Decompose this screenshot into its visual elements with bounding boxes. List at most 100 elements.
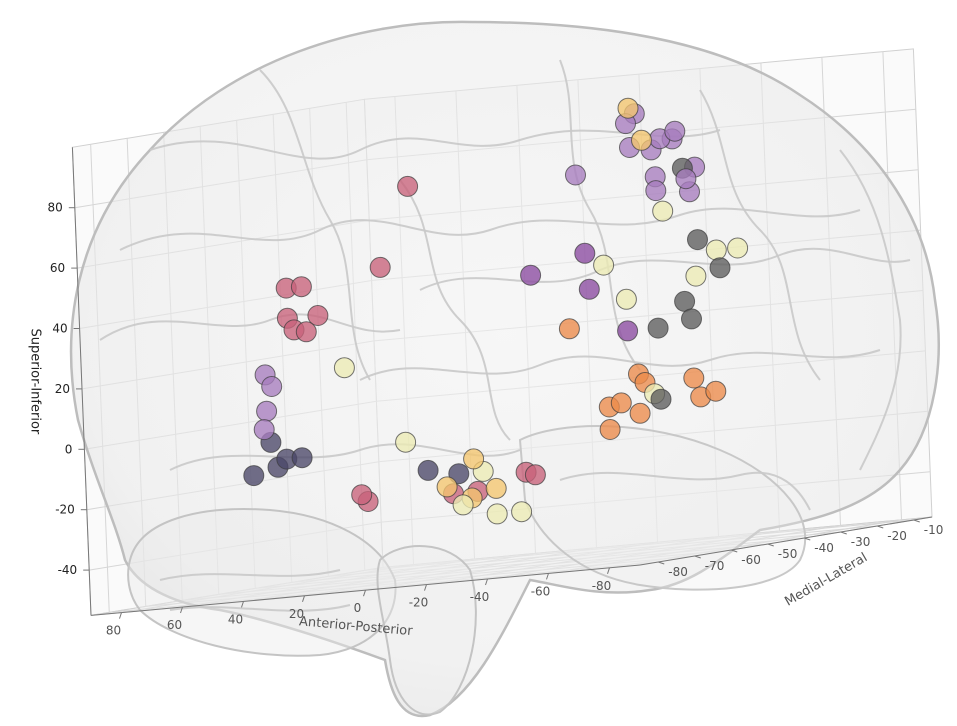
x-tick-mark: [607, 567, 610, 574]
scatter-point-violet: [645, 180, 667, 202]
scatter-points: [243, 97, 749, 525]
scatter-point-pink: [351, 484, 373, 506]
x-tick-mark: [241, 601, 244, 608]
scatter-point-orange: [558, 318, 580, 340]
scatter-point-violet: [675, 168, 697, 190]
scatter-point-pink: [369, 256, 391, 278]
y-tick-label: -40: [814, 541, 834, 555]
scatter-point-purple: [617, 320, 639, 342]
z-tick-label: 20: [55, 382, 70, 396]
scatter-point-cream: [452, 494, 474, 516]
scatter-point-cream: [593, 254, 615, 276]
scatter-point-orange: [705, 380, 727, 402]
scatter-point-cream: [395, 431, 417, 453]
temporal-lobe-outline: [518, 425, 807, 591]
scatter-point-cream: [511, 501, 533, 523]
cerebrum-outline: [69, 20, 940, 718]
scatter-point-purple: [520, 264, 542, 286]
scatter-point-navy: [417, 459, 439, 481]
y-tick-mark: [694, 555, 701, 559]
sulcus-line: [119, 207, 861, 251]
scatter-point-violet: [664, 120, 686, 142]
scatter-point-gray: [687, 229, 708, 251]
scatter-point-cream: [705, 239, 727, 261]
scatter-point-purple: [578, 278, 600, 300]
scatter-point-orange: [683, 367, 705, 389]
sulcus-line: [699, 89, 821, 381]
scatter-point-orange: [599, 419, 621, 440]
scatter-point-violet: [565, 164, 586, 186]
scatter-point-gold: [436, 476, 458, 498]
scatter-point-orange: [610, 392, 632, 414]
sulcus-line: [259, 69, 371, 381]
scatter-point-pink: [290, 276, 312, 298]
y-tick-label: -20: [887, 529, 907, 543]
x-tick-mark: [424, 584, 427, 591]
scatter-point-gray: [681, 308, 702, 330]
scatter-point-violet: [256, 400, 278, 422]
sulcus-line: [159, 569, 341, 581]
y-tick-label: -60: [741, 553, 761, 567]
z-tick-label: -20: [55, 503, 75, 517]
scatter-point-purple: [574, 242, 596, 264]
scatter-point-navy: [243, 465, 265, 487]
y-tick-mark: [731, 549, 738, 553]
x-tick-label: -40: [470, 590, 490, 604]
z-tick-label: 0: [65, 442, 73, 456]
scatter-point-cream: [652, 200, 674, 222]
x-tick-mark: [180, 606, 183, 614]
x-tick-label: -80: [592, 579, 612, 593]
scatter-point-pink: [307, 305, 329, 326]
scatter-point-gold: [617, 97, 639, 119]
scatter-point-gray: [650, 388, 672, 410]
scatter-point-cream: [615, 288, 637, 310]
y-tick-label: -10: [924, 523, 944, 537]
x-tick-label: 20: [289, 607, 304, 621]
x-tick-label: -20: [409, 596, 429, 610]
scatter-point-gray: [709, 257, 731, 279]
brain-surface-mesh: [69, 20, 940, 718]
sulcus-line: [559, 471, 811, 511]
sulcus-line: [419, 247, 911, 291]
z-tick-label: -40: [58, 563, 78, 577]
scatter-point-violet: [253, 419, 275, 441]
scatter-point-gray: [647, 317, 669, 339]
y-tick-mark: [840, 531, 847, 535]
scatter-point-pink: [295, 321, 317, 343]
y-tick-label: -80: [668, 565, 688, 579]
cerebellum-outline: [127, 508, 397, 657]
z-tick-label: 60: [50, 261, 65, 275]
scatter-point-cream: [685, 265, 707, 287]
sulcus-line: [399, 179, 511, 441]
x-tick-label: 80: [106, 624, 121, 638]
scatter-point-violet: [261, 376, 283, 397]
scatter-point-gold: [463, 448, 485, 470]
x-tick-mark: [363, 590, 366, 597]
scatter-point-cream: [333, 357, 355, 379]
scatter-point-navy: [291, 447, 313, 469]
sulcus-line: [99, 313, 401, 341]
scatter-point-gold: [631, 129, 652, 151]
y-tick-label: -30: [851, 535, 871, 549]
sulcus-line: [839, 149, 902, 471]
scatter-point-cream: [486, 503, 508, 525]
scatter-point-gray: [674, 290, 696, 312]
y-tick-mark: [913, 519, 920, 523]
y-axis-line: [639, 516, 933, 566]
x-tick-label: 40: [228, 612, 243, 626]
sulcus-line: [169, 604, 351, 612]
scatter-point-gold: [485, 477, 507, 499]
sulcus-line: [559, 59, 641, 371]
scatter-point-pink: [397, 175, 419, 197]
z-axis-label: Superior-Inferior: [28, 328, 43, 434]
x-tick-label: -60: [531, 584, 551, 598]
z-tick-label: 40: [52, 322, 67, 336]
x-tick-mark: [302, 595, 305, 602]
x-tick-mark: [485, 578, 488, 586]
x-tick-mark: [546, 573, 549, 580]
y-tick-label: -70: [705, 559, 725, 573]
y-tick-mark: [877, 525, 884, 529]
y-tick-mark: [804, 537, 811, 541]
scatter-point-cream: [727, 237, 749, 259]
